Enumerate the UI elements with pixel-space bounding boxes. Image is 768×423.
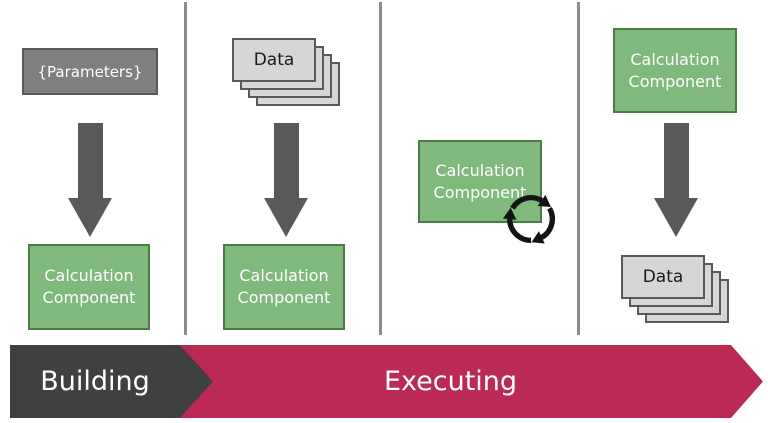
- parameters-label: {Parameters}: [37, 62, 143, 81]
- data-stack: Data: [232, 38, 340, 107]
- arrow-shaft: [77, 123, 103, 198]
- calculation-component-box: Calculation Component: [613, 28, 737, 113]
- calculation-component-label: Calculation Component: [42, 266, 136, 307]
- arrow-head: [654, 198, 698, 237]
- stage-divider: [577, 2, 580, 335]
- down-arrow: [68, 123, 112, 237]
- down-arrow: [264, 123, 308, 237]
- arrow-shaft: [273, 123, 299, 198]
- arrow-shaft: [663, 123, 689, 198]
- building-arrow: Building: [10, 345, 213, 418]
- data-stack: Data: [621, 255, 729, 323]
- cycle-arrows-icon: [499, 188, 563, 250]
- calculation-component-label: Calculation Component: [628, 49, 722, 91]
- calculation-component-box: Calculation Component: [223, 244, 345, 330]
- arrow-head: [264, 198, 308, 237]
- executing-arrow: Executing: [170, 345, 763, 418]
- data-card-front: Data: [232, 38, 316, 82]
- executing-label: Executing: [383, 366, 518, 397]
- building-label: Building: [40, 366, 150, 397]
- arrow-head: [68, 198, 112, 237]
- data-card-front: Data: [621, 255, 705, 299]
- calculation-component-label: Calculation Component: [433, 160, 527, 202]
- data-label: Data: [642, 267, 684, 287]
- parameters-box: {Parameters}: [22, 48, 158, 95]
- data-label: Data: [253, 50, 295, 70]
- stage-divider: [379, 2, 382, 335]
- calculation-component-label: Calculation Component: [237, 266, 331, 307]
- stage-divider: [184, 2, 187, 335]
- calculation-component-box: Calculation Component: [28, 244, 150, 330]
- down-arrow: [654, 123, 698, 237]
- calculation-component-box: Calculation Component: [418, 140, 542, 223]
